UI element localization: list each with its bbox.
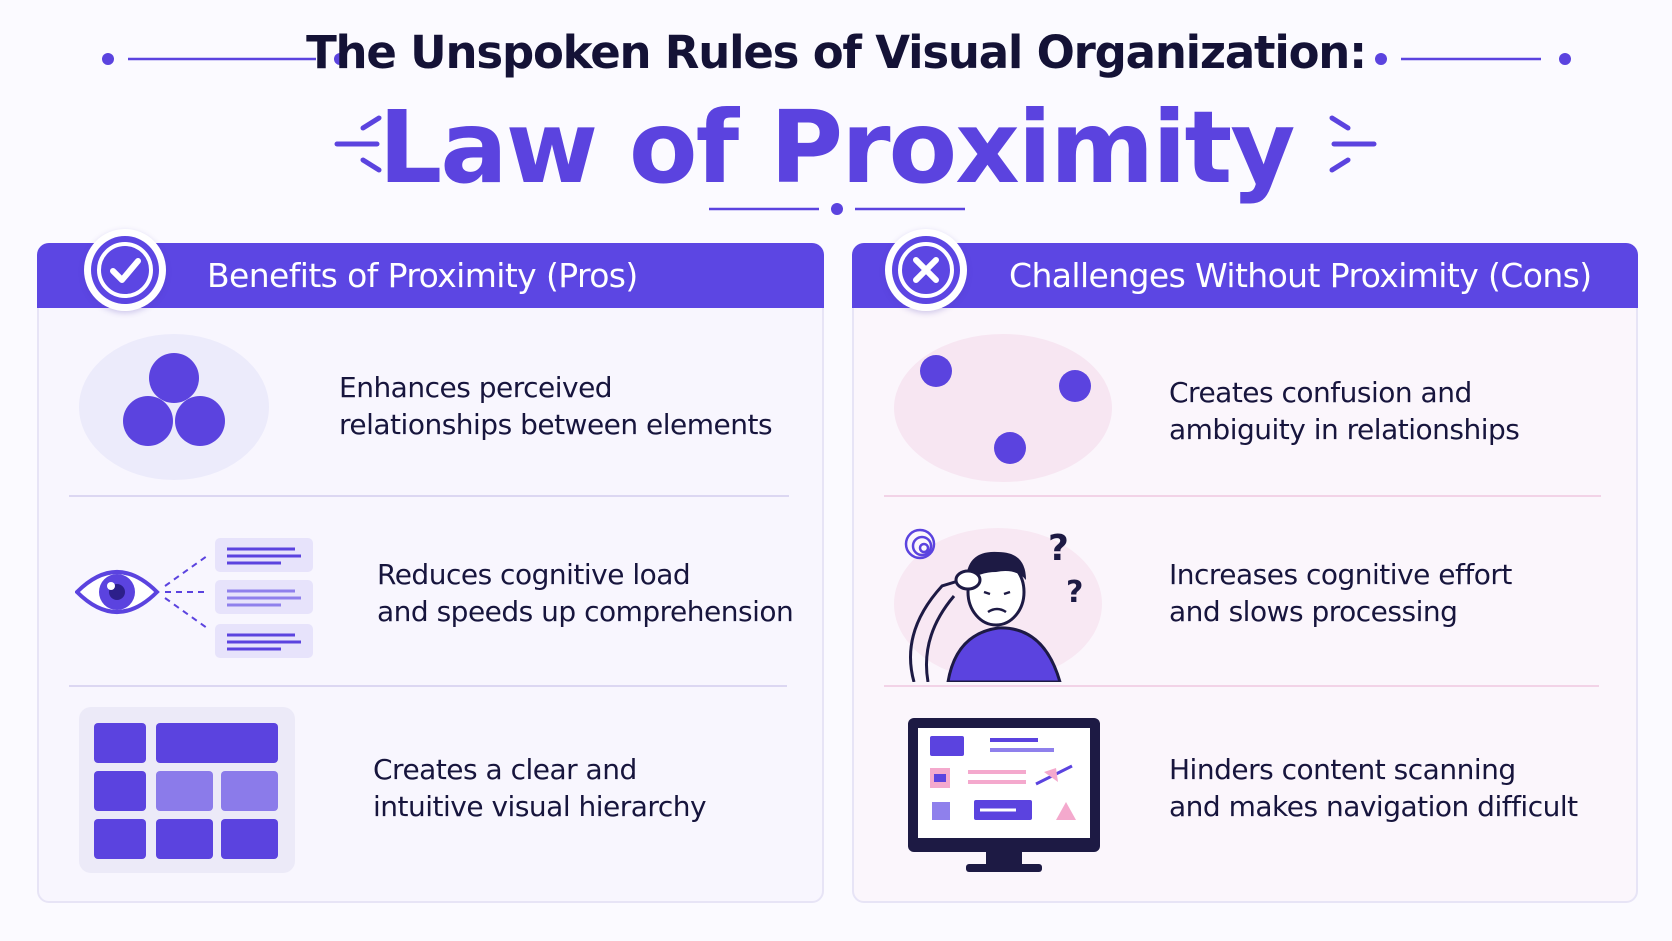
cons-panel-header: Challenges Without Proximity (Cons) [852, 243, 1638, 308]
title-decoration-left [102, 53, 346, 65]
svg-text:?: ? [1048, 528, 1069, 569]
pros-item-1-text: Enhances perceived relationships between… [339, 371, 773, 441]
eye-scanning-icon [75, 538, 313, 658]
pros-heading: Benefits of Proximity (Pros) [207, 256, 638, 295]
cons-item-1-text: Creates confusion and ambiguity in relat… [1169, 376, 1520, 446]
grid-layout-icon [79, 707, 295, 873]
cluttered-monitor-icon [908, 718, 1100, 872]
pros-item-3-text: Creates a clear and intuitive visual hie… [373, 753, 707, 823]
pros-item-2-text: Reduces cognitive load and speeds up com… [377, 558, 794, 628]
page-supertitle: The Unspoken Rules of Visual Organizatio… [306, 26, 1367, 79]
x-mark-icon [898, 242, 954, 298]
cons-divider-1 [884, 495, 1601, 497]
svg-text:?: ? [1066, 575, 1083, 610]
checkmark-icon [97, 242, 153, 298]
cons-item-3-text: Hinders content scanning and makes navig… [1169, 753, 1578, 823]
confused-person-icon: ? ? [894, 528, 1102, 682]
cons-heading: Challenges Without Proximity (Cons) [1009, 256, 1592, 295]
pros-divider-2 [69, 685, 787, 687]
title-underline [709, 203, 965, 215]
grouped-circles-icon [79, 334, 269, 480]
title-decoration-right [1375, 53, 1571, 65]
pros-panel-header: Benefits of Proximity (Pros) [37, 243, 824, 308]
cons-panel: Challenges Without Proximity (Cons) Crea… [852, 229, 1638, 903]
pros-panel: Benefits of Proximity (Pros) Enhances pe… [37, 229, 824, 903]
page-title: Law of Proximity [378, 89, 1296, 206]
cons-divider-2 [884, 685, 1599, 687]
cons-item-2-text: Increases cognitive effort and slows pro… [1169, 558, 1512, 628]
sparkle-icon-left [334, 115, 382, 173]
pros-badge [84, 229, 166, 311]
sparkle-icon-right [1329, 115, 1377, 173]
cons-badge [885, 229, 967, 311]
pros-divider-1 [69, 495, 789, 497]
scattered-dots-icon [894, 334, 1112, 482]
